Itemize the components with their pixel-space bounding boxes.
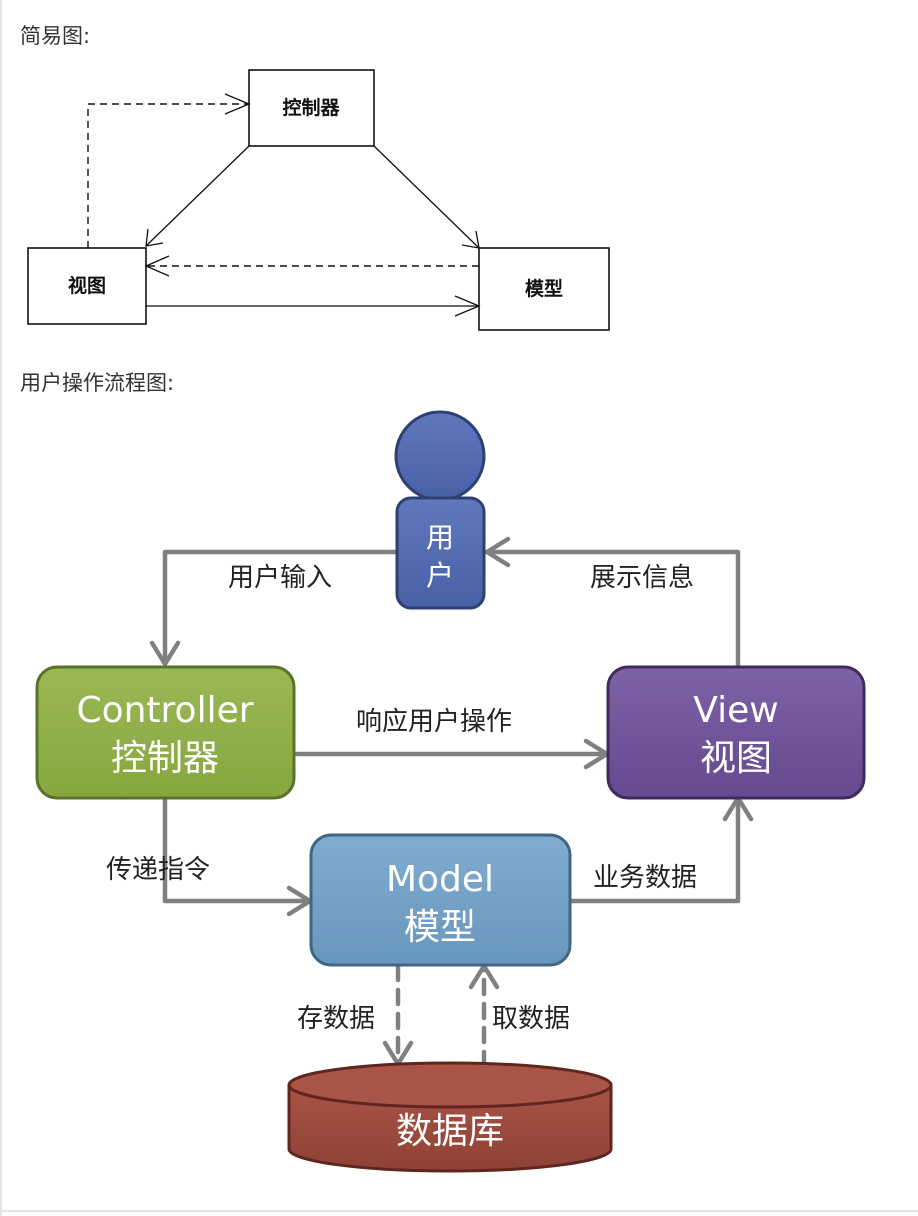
edge-model-to-view	[567, 795, 741, 904]
simple-view-label: 视图	[68, 274, 106, 297]
bottom-divider	[0, 1210, 918, 1212]
simple-arrowhead-controller	[224, 93, 251, 115]
left-border	[0, 0, 2, 1216]
simple-controller-label: 控制器	[282, 96, 340, 119]
simple-model-box	[478, 247, 610, 331]
database-top	[287, 1061, 613, 1109]
simple-arrowhead-model	[461, 230, 480, 249]
flow-diagram-heading: 用户操作流程图:	[20, 371, 175, 395]
simple-arrowhead-view	[145, 228, 164, 247]
edge-label-business-data: 业务数据	[593, 863, 697, 893]
edge-view-to-user	[484, 549, 741, 669]
edge-label-pass-command: 传递指令	[106, 855, 210, 885]
view-label-zh: 视图	[700, 738, 772, 779]
edge-label-show-info: 展示信息	[590, 563, 694, 593]
controller-node	[35, 665, 296, 800]
edge-label-fetch-data: 取数据	[492, 1004, 570, 1034]
arrowhead-user	[484, 536, 511, 568]
model-label-zh: 模型	[404, 907, 476, 948]
database-cylinder	[287, 1083, 613, 1173]
edge-label-respond-action: 响应用户操作	[356, 707, 512, 737]
user-label-2: 户	[426, 559, 454, 592]
controller-label-en: Controller	[76, 690, 253, 731]
user-body	[395, 496, 486, 610]
user-label-1: 用	[426, 521, 454, 554]
controller-label-zh: 控制器	[111, 738, 219, 779]
simple-controller-to-model	[373, 145, 480, 249]
simple-diagram-heading: 简易图:	[20, 24, 91, 48]
model-label-en: Model	[386, 859, 494, 900]
simple-model-label: 模型	[525, 277, 563, 300]
database-label: 数据库	[396, 1111, 504, 1152]
user-head	[394, 410, 486, 502]
simple-view-box	[27, 247, 147, 325]
edge-controller-to-model	[162, 795, 313, 904]
simple-arrowhead-view-2	[144, 255, 170, 277]
simple-arrowhead-model-2	[454, 295, 481, 317]
edge-label-user-input: 用户输入	[228, 563, 332, 593]
simple-controller-to-view	[145, 145, 250, 247]
edge-user-to-controller	[162, 549, 400, 667]
simple-mvc-diagram: 控制器 视图 模型	[27, 69, 610, 331]
arrowhead-controller-top	[149, 640, 181, 667]
simple-view-to-controller-dashed	[87, 103, 249, 248]
model-node	[309, 833, 572, 967]
simple-controller-box	[248, 69, 375, 147]
view-node	[606, 665, 866, 800]
view-label-en: View	[693, 690, 778, 731]
edge-label-store-data: 存数据	[297, 1004, 375, 1034]
